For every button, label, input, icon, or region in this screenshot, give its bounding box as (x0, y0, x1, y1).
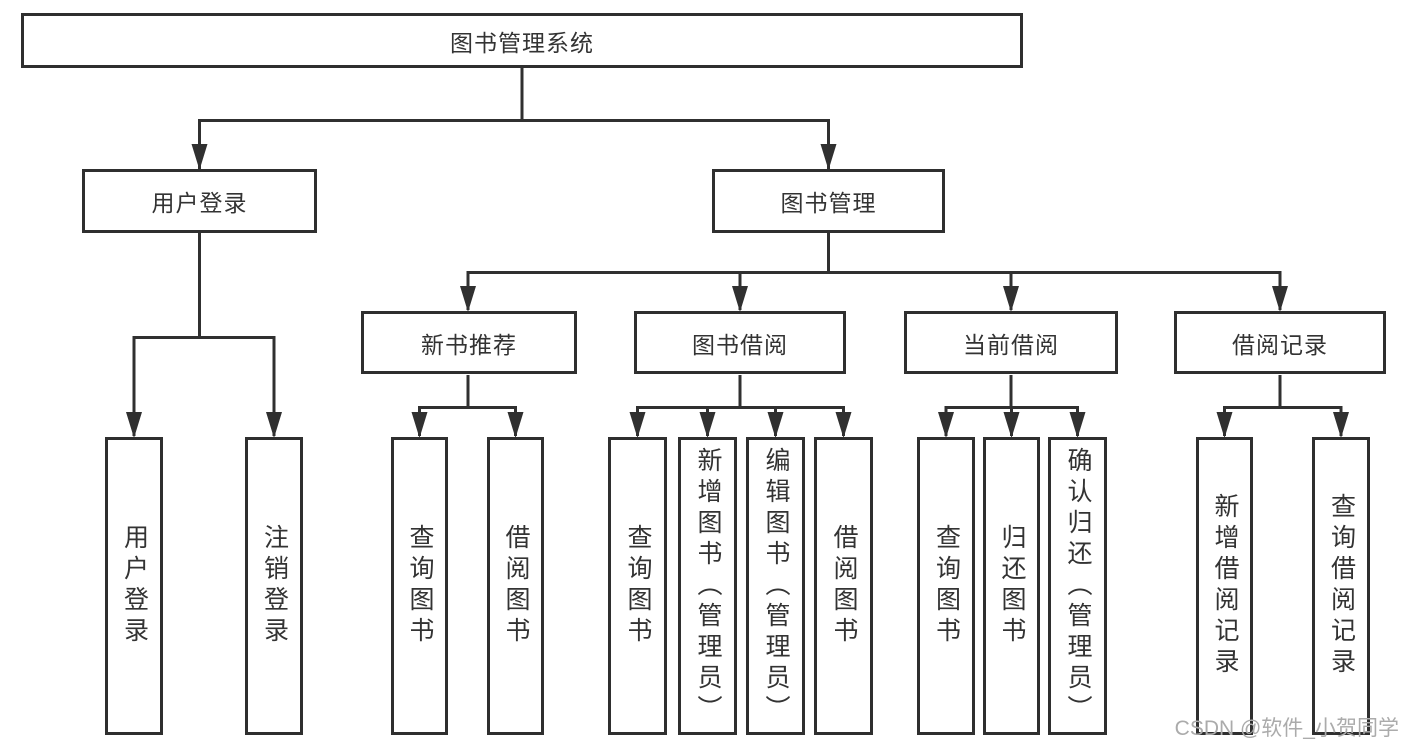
leaf-query-books-1: 查询图书 (391, 437, 448, 735)
leaf-query-borrow-record: 查询借阅记录 (1312, 437, 1370, 735)
leaf-user-login: 用户登录 (105, 437, 163, 735)
leaf-borrow-books-2: 借阅图书 (814, 437, 873, 735)
leaf-borrow-books-1: 借阅图书 (487, 437, 544, 735)
node-current-borrow: 当前借阅 (904, 311, 1118, 374)
node-book-management: 图书管理 (712, 169, 945, 233)
node-book-borrow: 图书借阅 (634, 311, 846, 374)
node-user-login-group: 用户登录 (82, 169, 317, 233)
node-borrow-records: 借阅记录 (1174, 311, 1386, 374)
node-new-book-recommend: 新书推荐 (361, 311, 577, 374)
arrowheads (126, 144, 1349, 438)
leaf-query-books-3: 查询图书 (917, 437, 975, 735)
leaf-logout: 注销登录 (245, 437, 303, 735)
leaf-add-book-admin: 新增图书（管理员） (678, 437, 737, 735)
leaf-add-borrow-record: 新增借阅记录 (1196, 437, 1253, 735)
leaf-edit-book-admin: 编辑图书（管理员） (746, 437, 805, 735)
leaf-confirm-return-admin: 确认归还（管理员） (1048, 437, 1107, 735)
leaf-query-books-2: 查询图书 (608, 437, 667, 735)
csdn-watermark: CSDN @软件_小贺同学 (1174, 717, 1399, 740)
leaf-return-book: 归还图书 (983, 437, 1040, 735)
node-library-management-system: 图书管理系统 (21, 13, 1023, 68)
